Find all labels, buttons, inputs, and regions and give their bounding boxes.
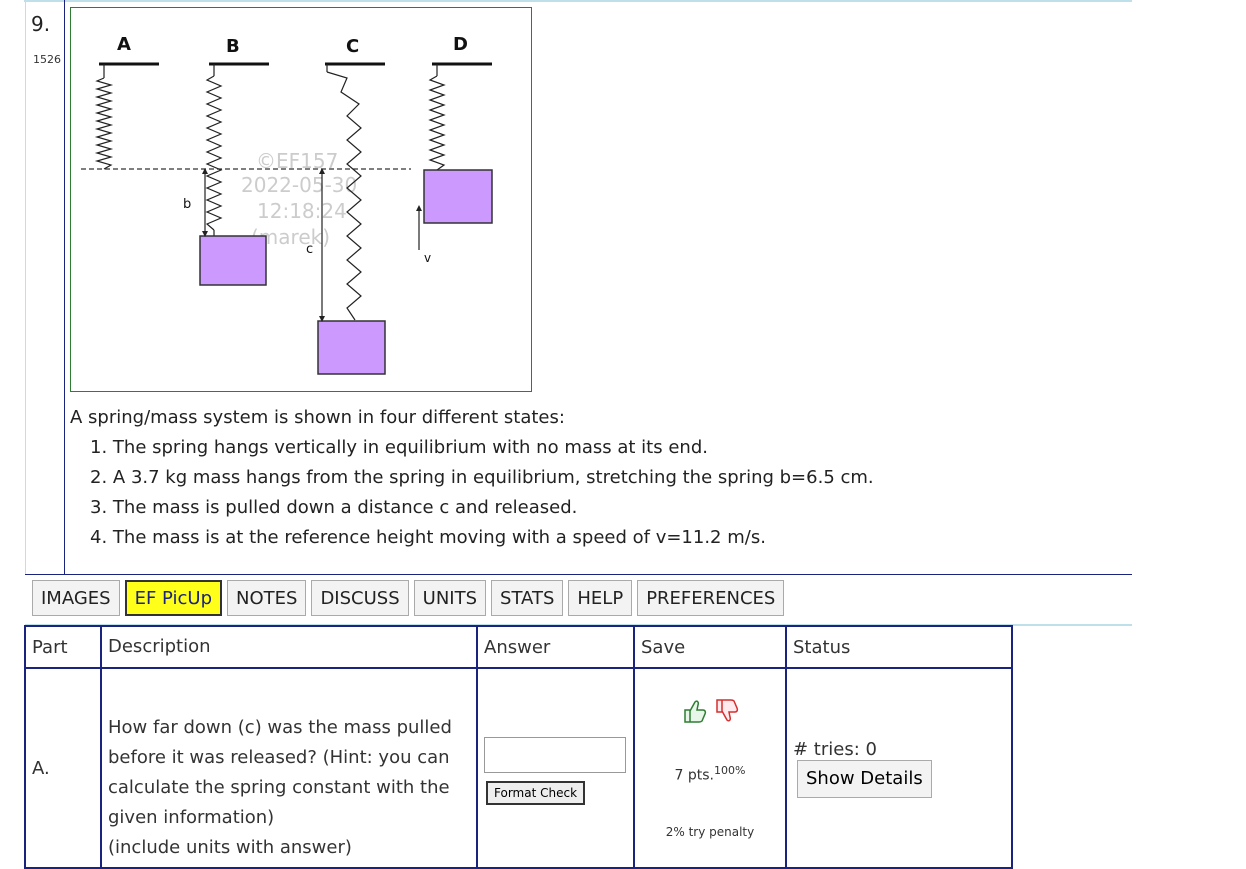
parts-table: Part Description Answer Save Status A. H…: [24, 625, 1013, 869]
table-header-row: Part Description Answer Save Status: [24, 625, 1013, 669]
step-number: 2.: [90, 467, 108, 488]
problem-toolbar: IMAGES EF PicUp NOTES DISCUSS UNITS STAT…: [32, 580, 785, 616]
stats-button[interactable]: STATS: [491, 580, 564, 616]
points-label: 7 pts.: [674, 767, 715, 784]
dimension-b-label: b: [183, 197, 191, 212]
part-label: A.: [24, 667, 102, 869]
toolbar-bottom-divider: [25, 624, 1132, 626]
problem-statement: A spring/mass system is shown in four di…: [70, 403, 874, 553]
ef-picup-button[interactable]: EF PicUp: [124, 580, 222, 616]
step-3: 3. The mass is pulled down a distance c …: [90, 493, 874, 523]
answer-input[interactable]: [484, 737, 626, 773]
number-column-divider: [64, 0, 65, 575]
problem-bottom-divider: [25, 574, 1132, 575]
mass-b: [199, 235, 267, 286]
problem-left-border: [25, 0, 26, 575]
show-details-button[interactable]: Show Details: [797, 759, 932, 798]
label-a: A: [117, 34, 131, 55]
step-text: The mass is at the reference height movi…: [112, 527, 766, 548]
problem-top-border: [24, 0, 1132, 2]
help-button[interactable]: HELP: [568, 580, 633, 616]
thumbs-up-icon[interactable]: [681, 697, 707, 730]
label-c: C: [346, 36, 359, 57]
notes-button[interactable]: NOTES: [227, 580, 307, 616]
status-cell: # tries: 0 Show Details: [785, 667, 1013, 869]
part-description: How far down (c) was the mass pulled bef…: [100, 667, 478, 869]
description-line: before it was released? (Hint: you can: [108, 747, 450, 768]
description-line: calculate the spring constant with the: [108, 777, 450, 798]
format-check-button[interactable]: Format Check: [486, 781, 586, 805]
header-status: Status: [785, 625, 1013, 669]
tries-count: # tries: 0: [793, 738, 877, 760]
spring-mass-figure: ©EF157 2022-05-30 12:18:24 (marek) A B C…: [70, 7, 532, 392]
header-save: Save: [633, 625, 787, 669]
problem-intro: A spring/mass system is shown in four di…: [70, 407, 565, 428]
problem-id: 1526: [33, 53, 61, 66]
step-1: 1. The spring hangs vertically in equili…: [90, 433, 874, 463]
mass-d: [423, 169, 493, 224]
points-percent: 100%: [714, 763, 746, 777]
answer-cell: Format Check: [476, 667, 635, 869]
header-description: Description: [100, 625, 478, 669]
watermark-line-1: ©EF157: [256, 149, 338, 173]
dimension-c-label: c: [306, 242, 313, 257]
table-row: A. How far down (c) was the mass pulled …: [24, 667, 1013, 869]
step-number: 3.: [90, 497, 108, 518]
mass-c: [317, 320, 386, 375]
label-b: B: [226, 36, 240, 57]
spring-b: [205, 64, 223, 236]
points-value: 7 pts.100%: [641, 764, 779, 784]
step-number: 4.: [90, 527, 108, 548]
preferences-button[interactable]: PREFERENCES: [637, 580, 785, 616]
description-line: How far down (c) was the mass pulled: [108, 717, 452, 738]
spring-c: [326, 64, 362, 321]
description-line: (include units with answer): [108, 837, 352, 858]
header-part: Part: [24, 625, 102, 669]
discuss-button[interactable]: DISCUSS: [311, 580, 409, 616]
images-button[interactable]: IMAGES: [32, 580, 120, 616]
feedback-icons: [641, 697, 779, 730]
watermark: ©EF157 2022-05-30 12:18:24 (marek): [241, 149, 357, 249]
step-number: 1.: [90, 437, 108, 458]
step-text: A 3.7 kg mass hangs from the spring in e…: [112, 467, 874, 488]
watermark-line-2: 2022-05-30: [241, 173, 357, 197]
thumbs-down-icon[interactable]: [713, 697, 739, 730]
step-text: The mass is pulled down a distance c and…: [112, 497, 578, 518]
spring-mass-diagram: ©EF157 2022-05-30 12:18:24 (marek) A B C…: [81, 34, 493, 375]
save-cell: 7 pts.100% 2% try penalty: [633, 667, 787, 869]
label-d: D: [453, 34, 468, 55]
try-penalty: 2% try penalty: [665, 825, 755, 840]
step-4: 4. The mass is at the reference height m…: [90, 523, 874, 553]
description-line: given information): [108, 807, 275, 828]
problem-number: 9.: [31, 12, 51, 36]
units-button[interactable]: UNITS: [413, 580, 487, 616]
spring-a: [94, 64, 114, 170]
velocity-label: v: [424, 251, 431, 265]
watermark-line-3: 12:18:24: [257, 199, 347, 223]
step-2: 2. A 3.7 kg mass hangs from the spring i…: [90, 463, 874, 493]
step-text: The spring hangs vertically in equilibri…: [112, 437, 708, 458]
spring-d: [428, 64, 446, 171]
header-answer: Answer: [476, 625, 635, 669]
